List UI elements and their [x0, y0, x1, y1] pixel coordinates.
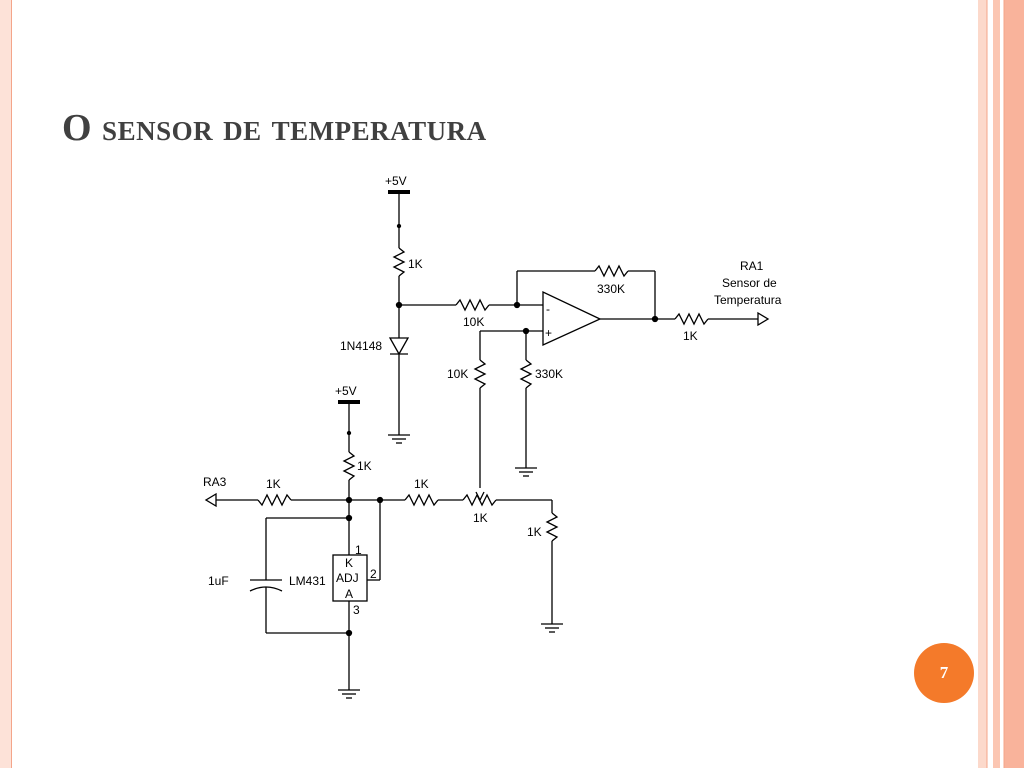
resistor-input	[455, 298, 490, 312]
label-r-ground: 1K	[527, 525, 542, 539]
label-pin-adj: ADJ	[336, 571, 359, 585]
lm431-ic	[332, 554, 368, 602]
diode-1n4148	[388, 337, 410, 356]
resistor-mid	[404, 493, 439, 507]
left-border-decoration	[0, 0, 12, 768]
resistor-plus-ground	[519, 359, 533, 389]
resistor-top	[392, 247, 406, 277]
ra3-arrow	[204, 492, 217, 508]
op-amp	[542, 290, 602, 347]
label-r-plus-gnd: 330K	[535, 367, 563, 381]
resistor-ground	[545, 512, 559, 542]
label-pin-1: 1	[355, 543, 362, 557]
resistor-feedback	[594, 264, 629, 278]
label-vcc-bottom: +5V	[335, 384, 357, 398]
resistor-output	[674, 312, 709, 326]
label-capacitor: 1uF	[208, 574, 229, 588]
label-pin-k: K	[345, 556, 353, 570]
label-ra3: RA3	[203, 475, 227, 489]
label-vcc-top: +5V	[385, 174, 407, 188]
label-r-feedback: 330K	[597, 282, 625, 296]
label-ra1: RA1	[740, 259, 764, 273]
label-diode: 1N4148	[340, 339, 382, 353]
label-r-in: 10K	[463, 315, 484, 329]
page-number-badge: 7	[914, 643, 974, 703]
label-sensor-desc-1: Sensor de	[722, 276, 777, 290]
resistor-bottom	[342, 451, 356, 481]
label-r-bottom: 1K	[357, 459, 372, 473]
label-r-top: 1K	[408, 257, 423, 271]
resistor-pot-feed	[473, 359, 487, 389]
temperature-sensor-circuit: +5V 1K 1N4148 10K 330K 10K 330K 1K RA1 S…	[203, 174, 782, 699]
label-pin-3: 3	[353, 603, 360, 617]
right-border-decoration	[976, 0, 1024, 768]
ra1-output-arrow	[757, 311, 770, 327]
label-r-ra3: 1K	[266, 477, 281, 491]
label-pin-a: A	[345, 587, 353, 601]
label-r-plus-pot: 10K	[447, 367, 468, 381]
label-op-plus: +	[545, 326, 552, 340]
label-sensor-desc-2: Temperatura	[714, 293, 782, 307]
label-r-mid: 1K	[414, 477, 429, 491]
label-pin-2: 2	[370, 567, 377, 581]
label-pot: 1K	[473, 511, 488, 525]
label-lm431: LM431	[289, 574, 326, 588]
slide-title: O sensor de temperatura	[62, 107, 487, 149]
label-r-out: 1K	[683, 329, 698, 343]
resistor-ra3	[257, 493, 292, 507]
label-op-minus: -	[546, 302, 550, 316]
